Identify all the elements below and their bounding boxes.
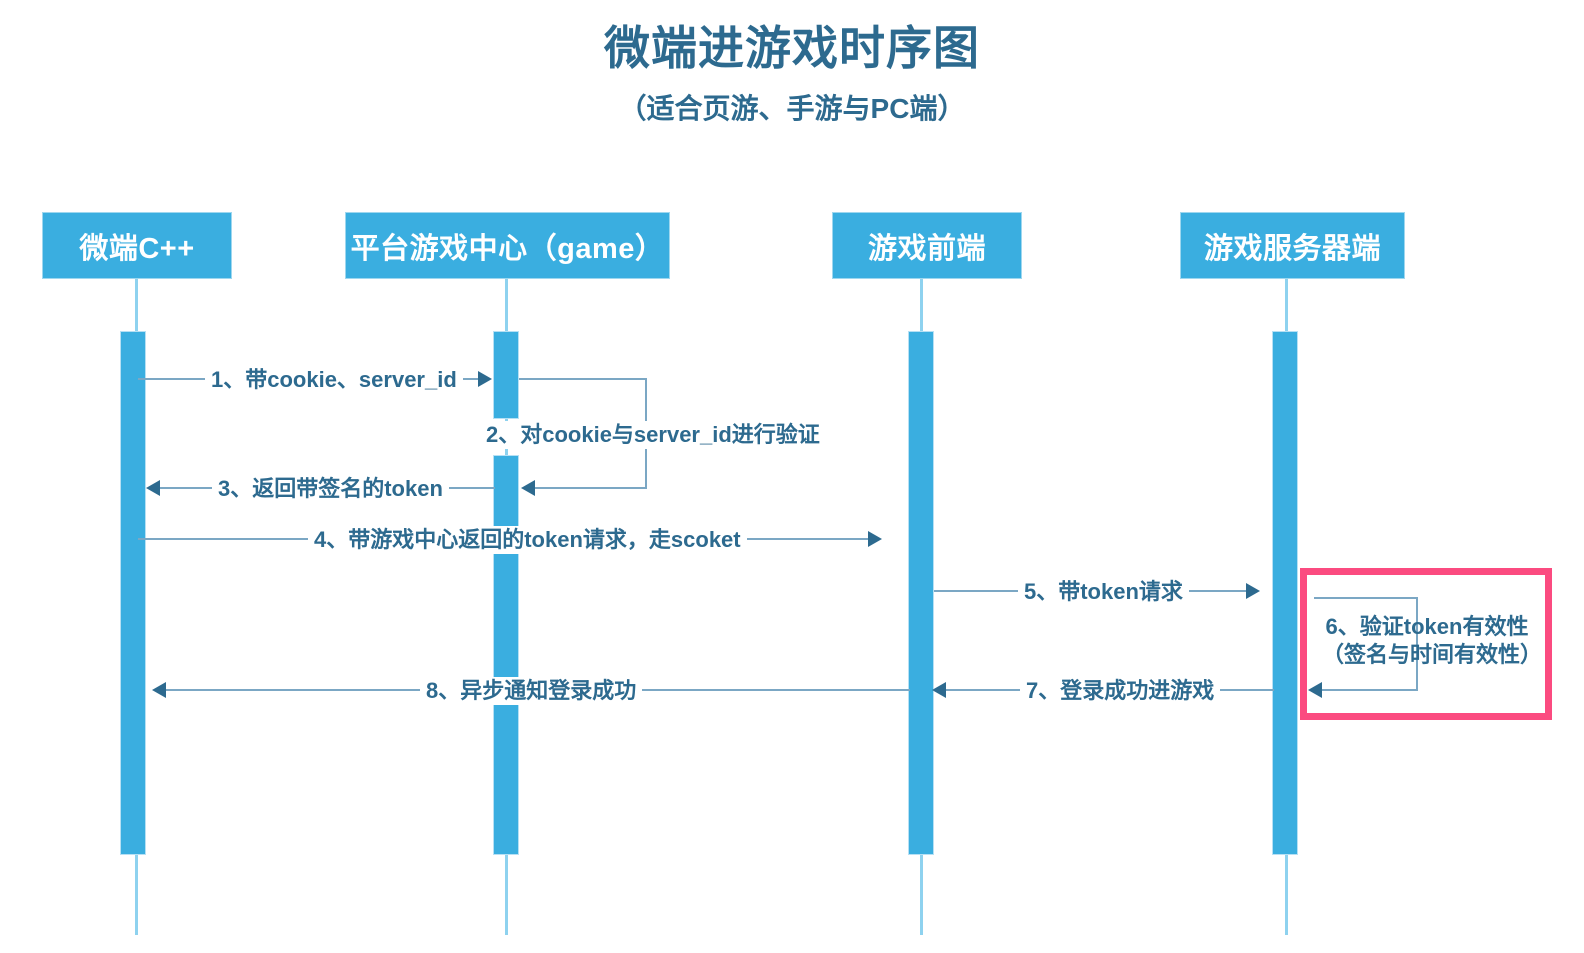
message-1-label: 1、带cookie、server_id (205, 366, 463, 394)
message-6-arrowhead (1308, 682, 1322, 698)
message-2-line-bottom (535, 487, 647, 489)
activation-bar-client (120, 331, 146, 855)
lifeline-header-platform[interactable]: 平台游戏中心（game） (345, 212, 670, 279)
lifeline-header-gamefront[interactable]: 游戏前端 (832, 212, 1022, 279)
lifeline-header-gameserver[interactable]: 游戏服务器端 (1180, 212, 1405, 279)
lifeline-header-gameserver-label: 游戏服务器端 (1203, 232, 1381, 265)
message-5-label: 5、带token请求 (1018, 578, 1189, 606)
activation-bar-platform-lower (493, 455, 519, 855)
activation-bar-gameserver (1272, 331, 1298, 855)
activation-bar-platform-upper (493, 331, 519, 419)
message-3-label: 3、返回带签名的token (212, 475, 449, 503)
message-6-line-right (1416, 597, 1418, 690)
message-2-arrowhead (521, 480, 535, 496)
message-3-arrowhead (146, 480, 160, 496)
lifeline-header-gamefront-label: 游戏前端 (867, 232, 986, 265)
message-6-label: 6、验证token有效性 （签名与时间有效性） (1316, 613, 1543, 668)
activation-bar-gamefront (908, 331, 934, 855)
message-4-label: 4、带游戏中心返回的token请求，走scoket (308, 526, 747, 554)
message-2-label: 2、对cookie与server_id进行验证 (480, 421, 826, 449)
message-5-arrowhead (1246, 583, 1260, 599)
message-6-label-line1: 6、验证token有效性 (1325, 614, 1529, 639)
message-8-label: 8、异步通知登录成功 (420, 677, 643, 705)
message-7-label: 7、登录成功进游戏 (1020, 677, 1221, 705)
diagram-subtitle: （适合页游、手游与PC端） (618, 93, 966, 124)
message-4-arrowhead (868, 531, 882, 547)
message-6-line-top (1314, 597, 1418, 599)
message-7-arrowhead (932, 682, 946, 698)
message-2-line-top (519, 378, 647, 380)
message-1-arrowhead (478, 371, 492, 387)
lifeline-header-client-label: 微端C++ (79, 232, 195, 265)
message-6-label-line2: （签名与时间有效性） (1322, 641, 1543, 667)
lifeline-header-client[interactable]: 微端C++ (42, 212, 232, 279)
lifeline-header-platform-label: 平台游戏中心（game） (350, 232, 665, 265)
message-8-arrowhead (152, 682, 166, 698)
diagram-title: 微端进游戏时序图 (604, 22, 980, 74)
message-6-line-bottom (1322, 689, 1418, 691)
highlight-box-token-validation (1300, 568, 1552, 720)
